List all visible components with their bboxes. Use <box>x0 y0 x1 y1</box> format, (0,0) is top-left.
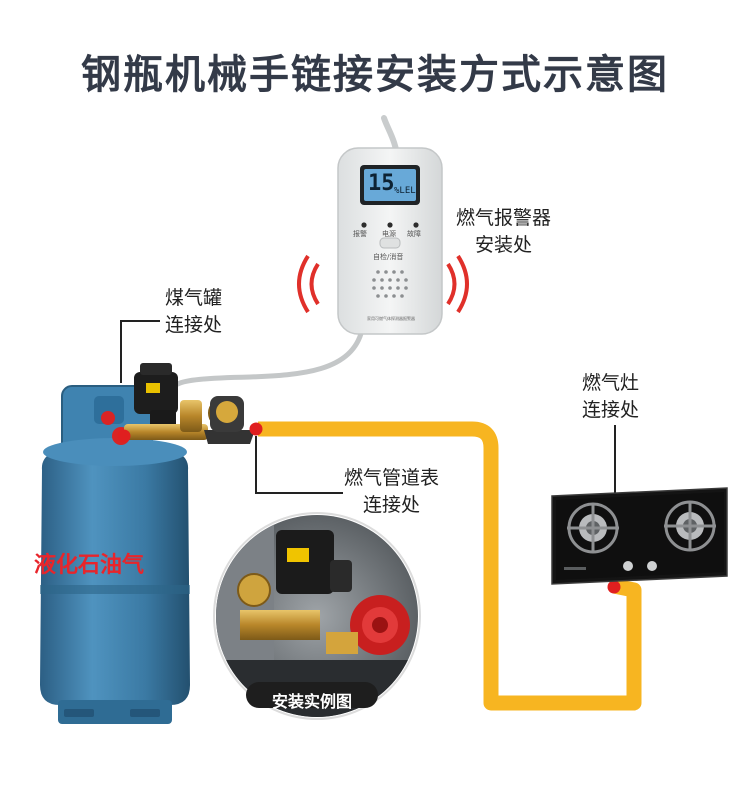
self-test-label: 自检/消音 <box>373 253 404 261</box>
regulator <box>124 396 255 444</box>
label-stove-line2: 连接处 <box>582 399 640 421</box>
signal-wave-right-inner <box>446 262 457 306</box>
gas-cylinder <box>40 385 190 724</box>
meter-callout-line <box>255 436 343 494</box>
cylinder-callout-line <box>120 320 160 383</box>
lcd-value: 15 <box>368 171 395 196</box>
signal-wave-right-outer <box>456 254 469 314</box>
indicator-alarm-label: 报警 <box>353 230 367 238</box>
stove-brand-mark <box>564 567 586 570</box>
lcd-unit: %LEL <box>394 186 416 196</box>
stove-knob-right <box>647 561 657 571</box>
speaker-grille <box>372 270 408 298</box>
self-test-button <box>379 237 401 249</box>
signal-wave-left-outer <box>297 254 310 314</box>
label-alarm-line2: 安装处 <box>475 234 533 256</box>
gas-pipe <box>258 421 642 711</box>
label-meter-line2: 连接处 <box>363 494 421 516</box>
detector-cable <box>175 327 365 387</box>
label-meter-line1: 燃气管道表 <box>344 467 440 489</box>
valve-manipulator <box>134 363 178 434</box>
installation-example-photo <box>213 512 421 720</box>
label-cylinder-connection: 煤气罐 连接处 <box>165 285 222 339</box>
indicator-power-label: 电源 <box>382 230 396 238</box>
label-alarm-line1: 燃气报警器 <box>456 207 552 229</box>
lcd-screen <box>364 169 416 201</box>
stove-connection-marker <box>607 580 621 594</box>
label-stove-connection: 燃气灶 连接处 <box>582 370 639 424</box>
detector-bottom-text: 家用可燃气体探测器报警器 <box>367 316 415 321</box>
stove-knob-left <box>623 561 633 571</box>
label-meter-connection: 燃气管道表 连接处 <box>344 465 439 519</box>
gas-alarm-detector <box>297 147 469 335</box>
label-cylinder-line2: 连接处 <box>165 314 223 336</box>
label-alarm-install: 燃气报警器 安装处 <box>456 205 551 259</box>
indicator-fault-label: 故障 <box>407 230 421 238</box>
signal-wave-left-inner <box>309 262 320 306</box>
cylinder-connection-marker <box>117 429 131 443</box>
label-stove-line1: 燃气灶 <box>582 372 640 394</box>
page-title: 钢瓶机械手链接安装方式示意图 <box>81 52 669 98</box>
gas-stove <box>551 487 728 585</box>
example-caption: 安装实例图 <box>271 692 352 711</box>
label-cylinder-line1: 煤气罐 <box>165 287 223 309</box>
burner-left <box>567 502 619 554</box>
tank-label: 液化石油气 <box>34 553 145 578</box>
burner-right <box>664 500 716 552</box>
meter-connection-marker <box>249 422 263 436</box>
